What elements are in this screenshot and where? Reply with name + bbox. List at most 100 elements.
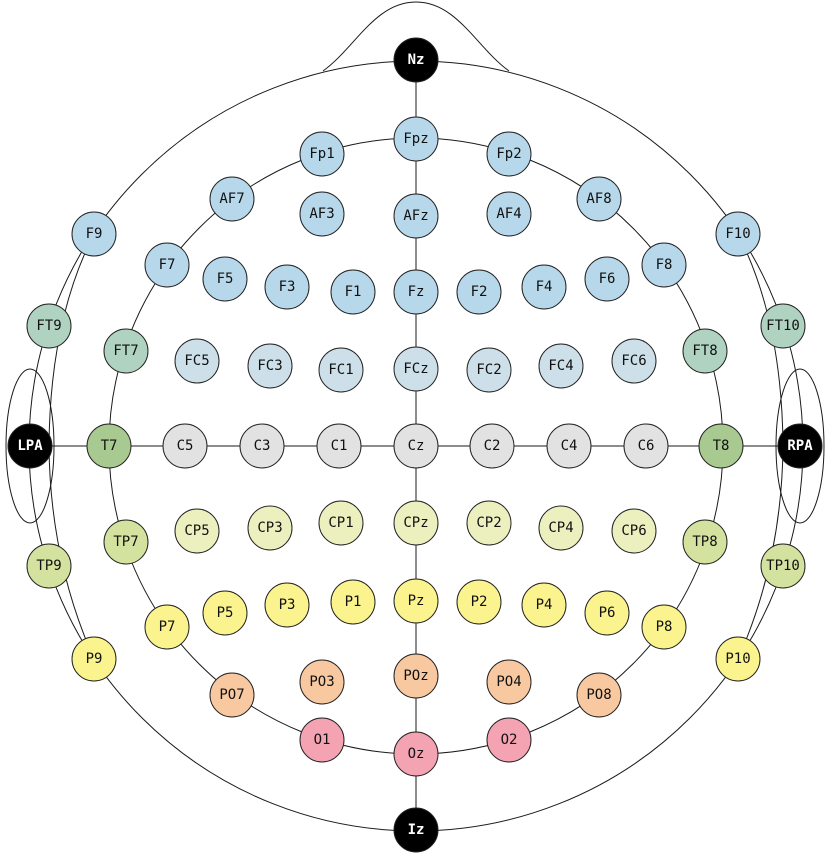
electrode-label: O2	[501, 732, 518, 748]
electrode-lpa: LPA	[7, 423, 53, 469]
electrode-marker	[26, 543, 72, 589]
electrode-marker	[264, 582, 310, 628]
electrode-label: LPA	[17, 438, 43, 454]
electrode-marker	[538, 505, 584, 551]
electrode-c3: C3	[239, 423, 285, 469]
electrode-label: F8	[656, 257, 673, 273]
electrode-marker	[611, 338, 657, 384]
electrode-label: Fz	[408, 284, 425, 300]
electrode-p10: P10	[715, 636, 761, 682]
electrode-marker	[715, 211, 761, 257]
electrode-marker	[299, 659, 345, 705]
electrode-marker	[239, 423, 285, 469]
electrode-marker	[466, 500, 512, 546]
electrode-tp10: TP10	[760, 543, 806, 589]
electrode-label: Fpz	[403, 131, 428, 147]
electrode-cpz: CPz	[393, 500, 439, 546]
electrode-label: C4	[561, 438, 578, 454]
electrode-f3: F3	[264, 264, 310, 310]
electrode-fc2: FC2	[466, 347, 512, 393]
electrode-p3: P3	[264, 582, 310, 628]
electrode-marker	[330, 579, 376, 625]
electrode-label: P2	[471, 594, 488, 610]
electrode-marker	[538, 343, 584, 389]
electrode-fcz: FCz	[393, 346, 439, 392]
electrode-label: FCz	[403, 361, 428, 377]
electrode-fpz: Fpz	[393, 116, 439, 162]
electrode-marker	[486, 717, 532, 763]
electrode-marker	[682, 328, 728, 374]
electrode-marker	[715, 636, 761, 682]
electrode-marker	[698, 423, 744, 469]
electrode-ft10: FT10	[760, 303, 806, 349]
electrode-p9: P9	[71, 636, 117, 682]
electrode-p8: P8	[641, 604, 687, 650]
electrode-label: O1	[314, 732, 331, 748]
electrode-label: P9	[86, 651, 103, 667]
electrode-tp9: TP9	[26, 543, 72, 589]
electrode-ft9: FT9	[26, 303, 72, 349]
electrode-fc4: FC4	[538, 343, 584, 389]
electrode-label: RPA	[787, 438, 813, 454]
electrode-cp1: CP1	[318, 500, 364, 546]
electrode-label: F2	[471, 284, 488, 300]
electrode-label: P3	[279, 597, 296, 613]
electrode-af3: AF3	[299, 191, 345, 237]
electrode-f9: F9	[71, 211, 117, 257]
electrode-label: Nz	[408, 52, 425, 68]
electrode-cz: Cz	[393, 423, 439, 469]
electrode-label: Fp2	[496, 146, 521, 162]
electrode-tp8: TP8	[682, 519, 728, 565]
electrode-marker	[393, 423, 439, 469]
electrode-marker	[641, 242, 687, 288]
electrode-c5: C5	[162, 423, 208, 469]
electrode-label: F6	[599, 271, 616, 287]
electrode-label: AF7	[219, 191, 244, 207]
electrode-label: Oz	[408, 746, 425, 762]
electrode-label: F7	[159, 257, 176, 273]
electrode-p5: P5	[202, 590, 248, 636]
electrode-marker	[521, 264, 567, 310]
electrode-c2: C2	[469, 423, 515, 469]
electrode-ft7: FT7	[103, 328, 149, 374]
electrode-label: TP8	[692, 534, 717, 550]
electrode-marker	[202, 256, 248, 302]
electrode-marker	[584, 256, 630, 302]
electrode-c4: C4	[546, 423, 592, 469]
electrode-label: F4	[536, 279, 553, 295]
electrode-label: PO8	[586, 687, 611, 703]
electrode-label: FT8	[692, 343, 717, 359]
electrode-marker	[486, 131, 532, 177]
electrode-pz: Pz	[393, 578, 439, 624]
electrode-label: FC2	[476, 362, 501, 378]
electrode-label: P1	[345, 594, 362, 610]
electrode-f10: F10	[715, 211, 761, 257]
electrode-f1: F1	[330, 269, 376, 315]
electrode-fc1: FC1	[318, 347, 364, 393]
electrode-label: AF4	[496, 206, 521, 222]
electrode-label: FC6	[621, 353, 646, 369]
electrode-fc5: FC5	[174, 338, 220, 384]
electrode-label: CP5	[184, 523, 209, 539]
electrode-marker	[486, 191, 532, 237]
electrode-label: POz	[403, 668, 428, 684]
electrode-cp6: CP6	[611, 508, 657, 554]
electrode-marker	[71, 636, 117, 682]
electrode-marker	[546, 423, 592, 469]
electrode-marker	[393, 653, 439, 699]
electrode-p2: P2	[456, 579, 502, 625]
electrode-marker	[202, 590, 248, 636]
electrode-label: TP10	[766, 558, 800, 574]
electrode-cp2: CP2	[466, 500, 512, 546]
electrode-label: CPz	[403, 515, 428, 531]
electrode-marker	[86, 423, 132, 469]
electrode-label: CP1	[328, 515, 353, 531]
electrode-label: Fp1	[309, 146, 334, 162]
electrode-marker	[103, 519, 149, 565]
electrode-marker	[576, 176, 622, 222]
electrode-label: FC1	[328, 362, 353, 378]
electrode-label: P10	[725, 651, 750, 667]
electrode-t8: T8	[698, 423, 744, 469]
electrode-marker	[26, 303, 72, 349]
